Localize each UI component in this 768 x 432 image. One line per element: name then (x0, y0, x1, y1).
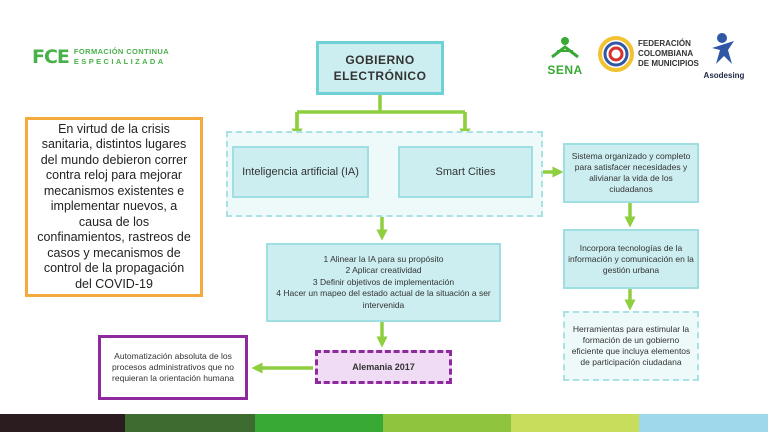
root-line2: ELECTRÓNICO (333, 69, 427, 83)
fcm-emblem-icon (598, 36, 634, 72)
asodesing-figure-icon (712, 33, 734, 64)
alemania-2017-node: Alemania 2017 (315, 350, 452, 384)
step-item: 4 Hacer un mapeo del estado actual de la… (276, 288, 491, 310)
bottom-bar-segment (511, 414, 639, 432)
sena-text: SENA (547, 63, 583, 77)
branch-ai: Inteligencia artificial (IA) (232, 146, 369, 198)
fcm-line2: COLOMBIANA (638, 49, 694, 58)
bottom-bar-segment (125, 414, 255, 432)
fce-line1: FORMACIÓN CONTINUA (73, 47, 170, 56)
fce-logo: FCE FORMACIÓN CONTINUA ESPECIALIZADA (32, 46, 169, 68)
root-node-gobierno-electronico: GOBIERNO ELECTRÓNICO (316, 41, 444, 95)
asodesing-logo: Asodesing (698, 32, 750, 80)
step-item: 2 Aplicar creatividad (345, 265, 422, 276)
root-line1: GOBIERNO (345, 53, 415, 67)
bottom-bar-segment (0, 414, 125, 432)
smart-tools-box: Herramientas para estimular la formación… (563, 311, 699, 381)
fcm-line3: DE MUNICIPIOS (638, 59, 699, 68)
fce-mark: FCE (32, 46, 70, 68)
step-item: 1 Alinear la IA para su propósito (323, 253, 444, 264)
smart-technology-box: Incorpora tecnologías de la información … (563, 229, 699, 289)
automation-box: Automatización absoluta de los procesos … (98, 335, 248, 400)
asodesing-text: Asodesing (703, 71, 745, 80)
bottom-bar-segment (383, 414, 511, 432)
steps-box: 1 Alinear la IA para su propósito 2 Apli… (266, 243, 501, 322)
sena-icon (551, 37, 579, 59)
intro-text-box: En virtud de la crisis sanitaria, distin… (25, 117, 203, 297)
smart-definition-box: Sistema organizado y completo para satis… (563, 143, 699, 203)
bottom-bar-segment (639, 414, 768, 432)
fce-line2: ESPECIALIZADA (73, 57, 166, 66)
fcm-line1: FEDERACIÓN (638, 39, 691, 48)
arrow-root-to-branches (295, 95, 467, 128)
fcm-logo: FEDERACIÓN COLOMBIANA DE MUNICIPIOS (598, 36, 699, 72)
bottom-bar-segment (255, 414, 383, 432)
sena-logo: SENA (542, 36, 588, 77)
bottom-color-bar (0, 414, 768, 432)
branch-smart-cities: Smart Cities (398, 146, 533, 198)
step-item: 3 Definir objetivos de implementación (312, 276, 455, 287)
